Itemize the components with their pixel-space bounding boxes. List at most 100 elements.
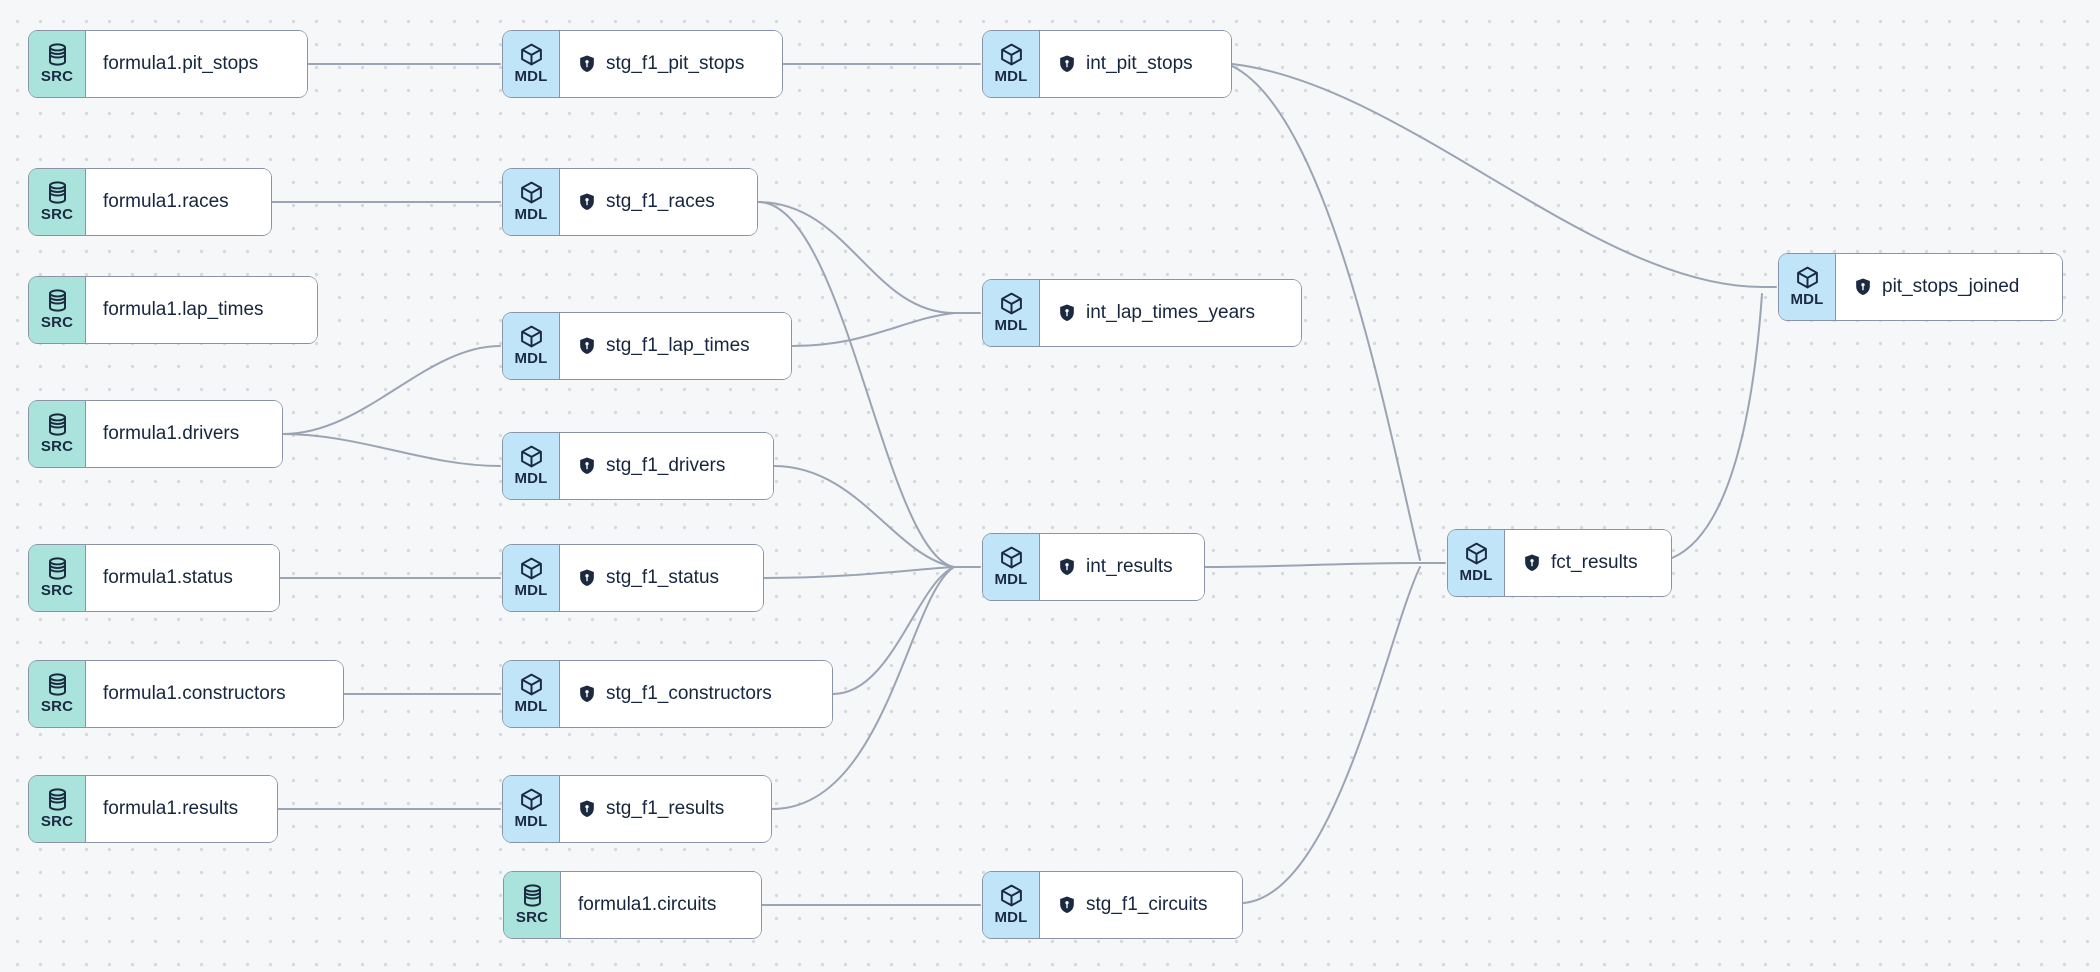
edge-stg-f1-races-to-int-results: [757, 201, 955, 568]
node-stg-f1-results[interactable]: MDL stg_f1_results: [502, 775, 772, 843]
badge-label: SRC: [40, 813, 74, 831]
node-label: int_lap_times_years: [1086, 302, 1255, 323]
badge-label: MDL: [514, 582, 548, 600]
model-badge: MDL: [1779, 254, 1836, 320]
badge-label: SRC: [40, 314, 74, 332]
node-src-formula1-circuits[interactable]: SRC formula1.circuits: [503, 871, 762, 939]
node-label: stg_f1_pit_stops: [606, 53, 745, 74]
source-badge: SRC: [29, 31, 86, 97]
shield-icon: [1060, 558, 1074, 575]
node-pit-stops-joined[interactable]: MDL pit_stops_joined: [1778, 253, 2063, 321]
source-badge: SRC: [29, 401, 86, 467]
shield-icon: [580, 457, 594, 474]
database-icon: [523, 884, 541, 907]
source-badge: SRC: [29, 661, 86, 727]
database-icon: [48, 557, 66, 580]
node-label-box: formula1.results: [86, 776, 277, 842]
edge-stg-f1-races-to-int-lap-times-years: [757, 201, 955, 314]
node-label: formula1.drivers: [103, 423, 240, 444]
node-int-pit-stops[interactable]: MDL int_pit_stops: [982, 30, 1232, 98]
shield-icon: [580, 569, 594, 586]
edge-int-results-to-fct-results: [1204, 562, 1421, 568]
badge-label: SRC: [40, 582, 74, 600]
node-int-lap-times-years[interactable]: MDL int_lap_times_years: [982, 279, 1302, 347]
model-badge: MDL: [1448, 530, 1505, 596]
node-label: stg_f1_races: [606, 191, 715, 212]
cube-icon: [520, 557, 542, 580]
node-stg-f1-pit-stops[interactable]: MDL stg_f1_pit_stops: [502, 30, 783, 98]
shield-icon: [580, 55, 594, 72]
model-badge: MDL: [503, 433, 560, 499]
node-label: stg_f1_constructors: [606, 683, 772, 704]
node-label-box: pit_stops_joined: [1836, 254, 2062, 320]
shield-icon: [1060, 55, 1074, 72]
source-badge: SRC: [29, 169, 86, 235]
database-icon: [48, 673, 66, 696]
node-stg-f1-circuits[interactable]: MDL stg_f1_circuits: [982, 871, 1243, 939]
cube-icon: [1000, 884, 1022, 907]
badge-label: MDL: [514, 68, 548, 86]
node-label: formula1.status: [103, 567, 233, 588]
node-label-box: formula1.status: [86, 545, 279, 611]
edge-int-pit-stops-to-fct-results: [1231, 65, 1421, 561]
model-badge: MDL: [983, 872, 1040, 938]
cube-icon: [1000, 292, 1022, 315]
node-label-box: stg_f1_lap_times: [560, 313, 791, 379]
cube-icon: [520, 673, 542, 696]
node-src-formula1-status[interactable]: SRC formula1.status: [28, 544, 280, 612]
database-icon: [48, 788, 66, 811]
model-badge: MDL: [983, 280, 1040, 346]
cube-icon: [520, 325, 542, 348]
node-stg-f1-constructors[interactable]: MDL stg_f1_constructors: [502, 660, 833, 728]
edge-stg-f1-constructors-to-int-results: [832, 566, 955, 695]
database-icon: [48, 413, 66, 436]
cube-icon: [1000, 43, 1022, 66]
node-src-formula1-drivers[interactable]: SRC formula1.drivers: [28, 400, 283, 468]
source-badge: SRC: [29, 776, 86, 842]
node-label: pit_stops_joined: [1882, 276, 2020, 297]
edge-stg-f1-results-to-int-results: [771, 566, 955, 810]
source-badge: SRC: [29, 277, 86, 343]
badge-label: MDL: [994, 68, 1028, 86]
badge-label: SRC: [40, 68, 74, 86]
cube-icon: [1465, 542, 1487, 565]
database-icon: [48, 289, 66, 312]
model-badge: MDL: [503, 661, 560, 727]
model-badge: MDL: [983, 31, 1040, 97]
badge-label: SRC: [40, 438, 74, 456]
node-label: stg_f1_circuits: [1086, 894, 1208, 915]
node-label-box: fct_results: [1505, 530, 1671, 596]
edge-fct-results-to-pit-stops-joined: [1671, 293, 1763, 559]
badge-label: SRC: [515, 909, 549, 927]
edge-int-pit-stops-to-pit-stops-joined: [1231, 63, 1763, 288]
model-badge: MDL: [503, 313, 560, 379]
shield-icon: [580, 337, 594, 354]
badge-label: MDL: [1790, 291, 1824, 309]
node-label-box: formula1.circuits: [561, 872, 761, 938]
node-label-box: stg_f1_results: [560, 776, 771, 842]
badge-label: MDL: [514, 698, 548, 716]
node-src-formula1-results[interactable]: SRC formula1.results: [28, 775, 278, 843]
node-label: formula1.circuits: [578, 894, 717, 915]
badge-label: MDL: [514, 813, 548, 831]
model-badge: MDL: [503, 31, 560, 97]
node-label-box: formula1.drivers: [86, 401, 282, 467]
cube-icon: [1796, 266, 1818, 289]
cube-icon: [1000, 546, 1022, 569]
node-label: int_results: [1086, 556, 1173, 577]
node-label-box: int_pit_stops: [1040, 31, 1231, 97]
cube-icon: [520, 788, 542, 811]
edge-src-formula1-drivers-to-stg-f1-drivers: [282, 433, 501, 467]
node-label-box: stg_f1_drivers: [560, 433, 773, 499]
